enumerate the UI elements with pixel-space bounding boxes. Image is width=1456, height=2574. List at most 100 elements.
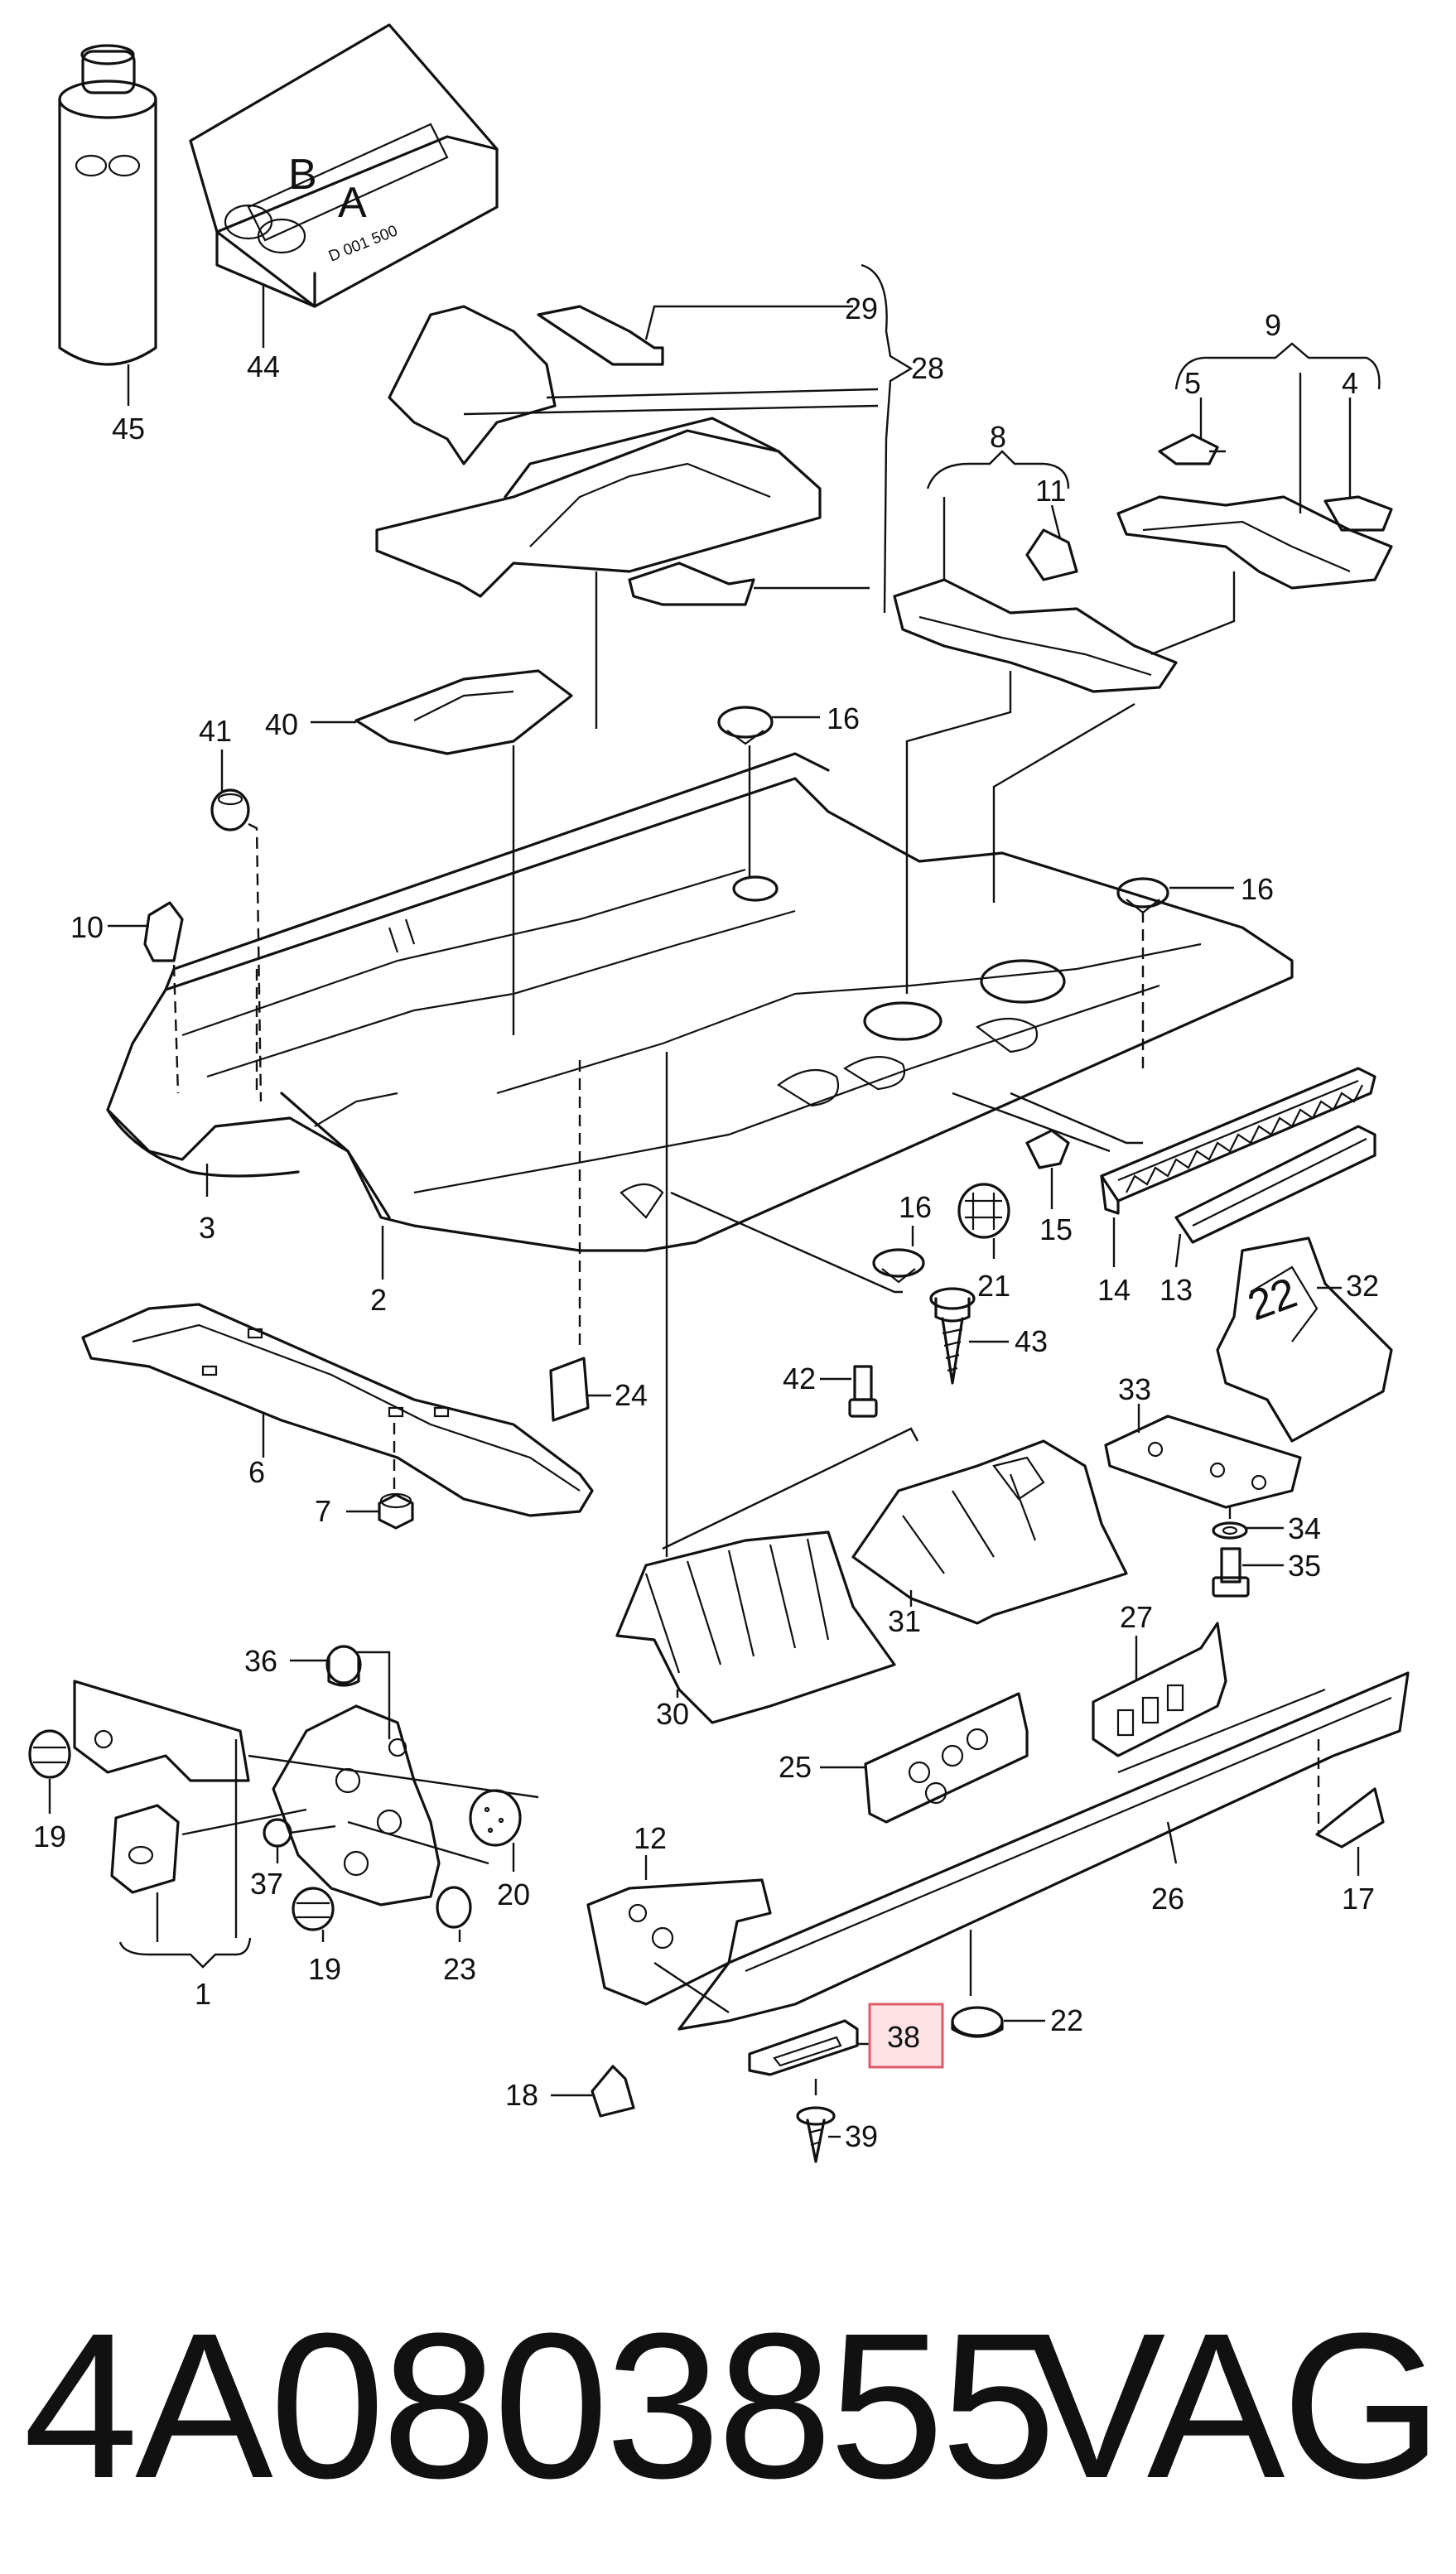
callout-19-left: 19	[33, 1820, 66, 1853]
part-34-washer	[1212, 1507, 1284, 1540]
part-2-floor-pan	[106, 702, 1294, 1557]
part-17-bracket	[1315, 1739, 1385, 1876]
part-6-cross-member	[81, 1303, 594, 1517]
callout-16-top: 16	[827, 701, 860, 735]
part-14-sill-rail	[1100, 1067, 1376, 1267]
part-13-sill-rail	[1174, 1125, 1376, 1268]
callout-9: 9	[1265, 308, 1281, 342]
part-35-bolt	[1212, 1547, 1284, 1598]
callout-22: 22	[1050, 2003, 1083, 2037]
callout-24: 24	[615, 1378, 648, 1412]
part-1-mount-assembly	[73, 1680, 539, 1969]
callout-44: 44	[247, 349, 280, 383]
callout-39: 39	[845, 2119, 878, 2153]
part-9-rear-member	[1116, 342, 1393, 656]
callout-14: 14	[1097, 1273, 1131, 1307]
part-20-damper	[469, 1789, 522, 1872]
part-44-adhesive-box: B A D 001 500	[189, 23, 499, 348]
plate-number-text: 22	[1241, 1269, 1303, 1330]
part-41-grommet	[210, 750, 263, 1102]
part-45-aerosol-can	[58, 44, 157, 406]
part-27-reinforcement	[1092, 1622, 1227, 1757]
box-code-text: D 001 500	[326, 222, 400, 265]
callout-5: 5	[1184, 366, 1201, 400]
callout-16-right: 16	[1241, 872, 1274, 906]
part-8-centre-member	[893, 450, 1178, 994]
callout-16-lower: 16	[899, 1190, 932, 1224]
callout-11: 11	[1035, 474, 1066, 508]
callout-15: 15	[1039, 1212, 1073, 1246]
part-19-mount-left	[28, 1729, 71, 1814]
part-37-bolt	[263, 1818, 336, 1863]
part-30-heat-shield	[615, 1427, 919, 1724]
part-number-text: 4A0803855	[23, 2290, 1056, 2521]
part-22-plug	[951, 2006, 1045, 2038]
tube-a-letter: A	[338, 179, 367, 227]
callout-43: 43	[1015, 1324, 1048, 1358]
callout-35: 35	[1288, 1549, 1321, 1583]
callout-8: 8	[990, 420, 1006, 454]
callout-37: 37	[250, 1867, 283, 1901]
callout-2: 2	[370, 1283, 387, 1317]
callout-34: 34	[1288, 1511, 1321, 1545]
part-16-plug-top	[717, 706, 820, 878]
part-15-plate	[1025, 1129, 1070, 1209]
callout-13: 13	[1159, 1273, 1193, 1307]
callout-18: 18	[505, 2078, 538, 2112]
callout-12: 12	[634, 1821, 667, 1855]
callout-17: 17	[1342, 1882, 1375, 1916]
callout-31: 31	[888, 1604, 921, 1638]
part-10-bracket	[108, 901, 184, 1094]
part-38-trim-cover	[748, 2019, 882, 2095]
part-43-screw	[929, 1287, 1009, 1385]
part-42-bolt	[820, 1365, 878, 1418]
part-33-bracket	[1104, 1404, 1302, 1509]
callout-21: 21	[977, 1269, 1010, 1303]
callout-3: 3	[199, 1211, 215, 1245]
part-7-nut	[346, 1492, 414, 1530]
callout-40: 40	[265, 707, 298, 741]
callout-1: 1	[195, 1977, 211, 2011]
callout-10: 10	[70, 910, 104, 944]
callout-32: 32	[1346, 1269, 1379, 1303]
part-39-screw	[796, 2106, 841, 2163]
part-25-reinforcement	[820, 1692, 1029, 1824]
callout-19-right: 19	[308, 1952, 341, 1986]
tube-b-letter: B	[288, 151, 317, 199]
callout-45: 45	[112, 412, 145, 446]
highlighted-callout-38: 38	[868, 2003, 944, 2069]
callout-42: 42	[783, 1362, 816, 1395]
callout-38: 38	[887, 2020, 920, 2054]
callout-4: 4	[1342, 366, 1358, 400]
brand-text: VAG	[1027, 2290, 1443, 2521]
part-18-clip	[551, 2065, 635, 2118]
part-12-reinforcement	[586, 1855, 772, 2013]
part-24-clip	[549, 1357, 611, 1422]
callout-28: 28	[911, 351, 944, 385]
part-23-plug	[436, 1886, 472, 1942]
part-40-tunnel-cover	[311, 669, 573, 1035]
part-26-side-member	[677, 1671, 1410, 2031]
callout-29: 29	[845, 292, 878, 325]
part-31-heat-shield	[851, 1439, 1128, 1625]
callout-7: 7	[315, 1494, 331, 1528]
callout-36: 36	[244, 1644, 277, 1678]
callout-41: 41	[199, 714, 232, 748]
part-36-mount	[290, 1645, 391, 1739]
callout-20: 20	[497, 1877, 530, 1911]
callout-33: 33	[1118, 1372, 1151, 1406]
callout-27: 27	[1120, 1600, 1153, 1634]
parts-diagram: B A D 001 500	[28, 23, 1410, 2163]
callout-23: 23	[443, 1952, 476, 1986]
callout-26: 26	[1151, 1882, 1184, 1916]
part-19-mount-right	[292, 1887, 335, 1942]
part-16-plug-right	[1116, 877, 1234, 1068]
part-28-tunnel-assembly	[375, 263, 914, 729]
callout-30: 30	[656, 1697, 689, 1731]
callout-6: 6	[248, 1455, 265, 1489]
callout-labels: 45 44 29 28 9 5 4 8 11 40 41 16 10 16 16…	[33, 292, 1379, 2153]
part-21-grommet	[957, 1183, 1010, 1259]
highlight-box	[868, 2003, 944, 2069]
part-16-plug-lower	[872, 1226, 925, 1284]
callout-25: 25	[779, 1750, 812, 1784]
